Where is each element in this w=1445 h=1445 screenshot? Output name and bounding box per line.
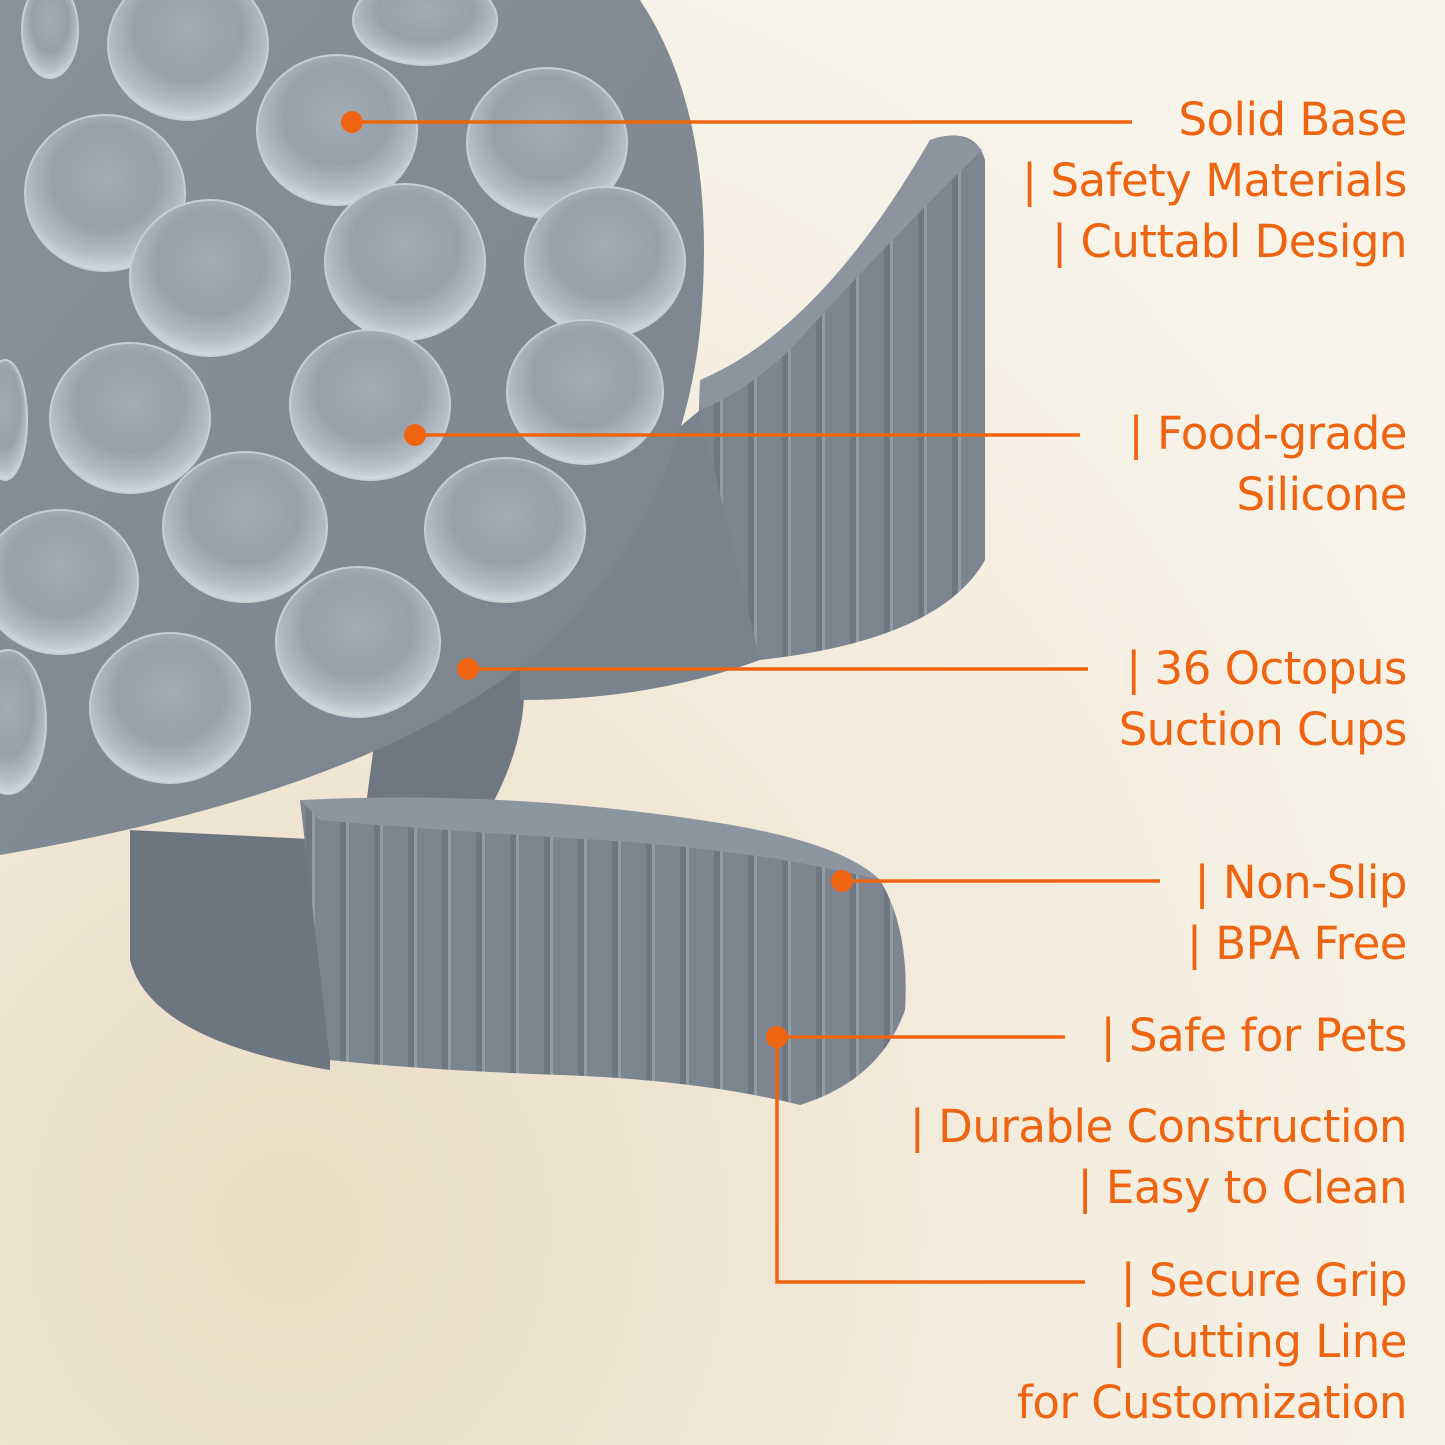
callout-solid-base: Solid Base | Safety Materials | Cuttabl … <box>1022 89 1407 272</box>
callout-durable-line-2: | Easy to Clean <box>1077 1161 1407 1214</box>
callout-dot-suction-cups <box>457 658 479 680</box>
callout-suction-cups: | 36 Octopus Suction Cups <box>1118 638 1408 760</box>
lower-arm <box>300 800 906 1105</box>
callout-non-slip-line-1: | Non-Slip <box>1194 856 1407 909</box>
callout-safe-pets-line-1: | Safe for Pets <box>1100 1009 1408 1062</box>
callout-secure-grip-line-1: | Secure Grip <box>1120 1254 1408 1307</box>
callout-dot-food-grade <box>404 424 426 446</box>
callout-non-slip-line-2: | BPA Free <box>1186 917 1408 970</box>
callout-durable: | Durable Construction | Easy to Clean <box>909 1096 1408 1218</box>
callout-safe-pets: | Safe for Pets <box>1100 1005 1408 1066</box>
callout-dot-non-slip <box>831 870 853 892</box>
callout-solid-base-line-3: | Cuttabl Design <box>1051 215 1408 268</box>
callout-suction-cups-line-2: Suction Cups <box>1118 703 1408 756</box>
callout-secure-grip-line-2: | Cutting Line <box>1111 1315 1408 1368</box>
callout-solid-base-line-2: | Safety Materials <box>1022 154 1407 207</box>
callout-solid-base-line-1: Solid Base <box>1178 93 1407 146</box>
suction-cups <box>0 0 686 795</box>
callout-food-grade: | Food-grade Silicone <box>1128 403 1407 525</box>
callout-secure-grip-line-3: for Customization <box>1017 1376 1407 1429</box>
upper-arm <box>690 135 985 660</box>
callout-non-slip: | Non-Slip | BPA Free <box>1186 852 1408 974</box>
callout-suction-cups-line-1: | 36 Octopus <box>1126 642 1407 695</box>
pedestal <box>130 830 330 1070</box>
callout-secure-grip: | Secure Grip | Cutting Line for Customi… <box>1017 1250 1407 1433</box>
callout-dot-safe-pets <box>766 1026 788 1048</box>
callout-food-grade-line-2: Silicone <box>1236 468 1407 521</box>
callout-dot-solid-base <box>341 111 363 133</box>
callout-durable-line-1: | Durable Construction <box>909 1100 1408 1153</box>
callout-food-grade-line-1: | Food-grade <box>1128 407 1407 460</box>
callout-dots <box>341 111 853 1048</box>
callout-lines <box>352 120 1160 1284</box>
